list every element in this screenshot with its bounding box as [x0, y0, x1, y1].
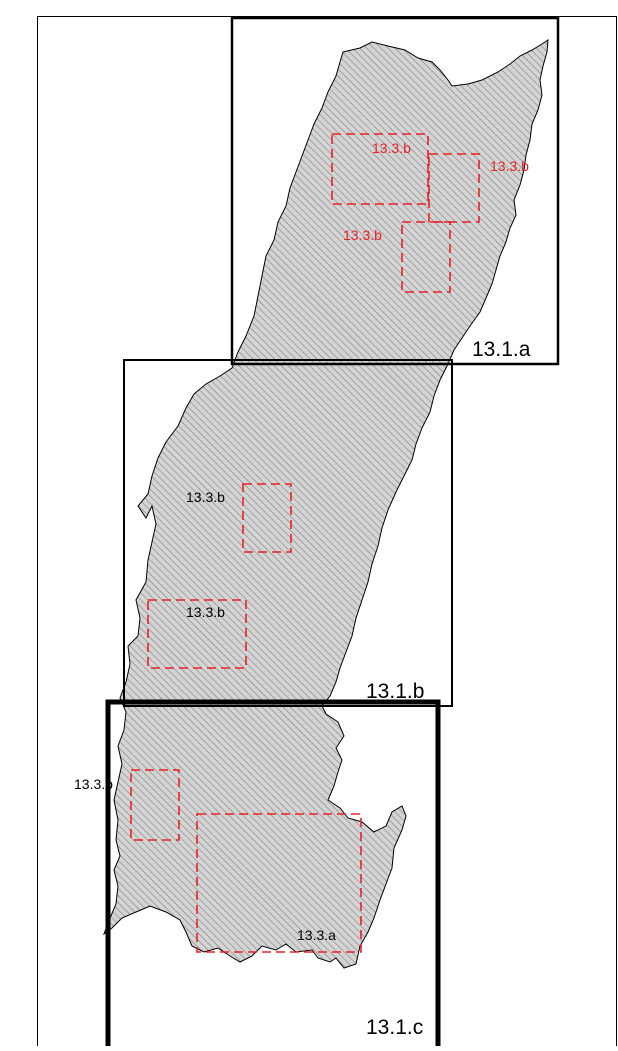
- detail-area-box: [147, 599, 247, 669]
- detail-area-label: 13.3.b: [490, 158, 529, 174]
- detail-area-label: 13.3.b: [186, 604, 225, 620]
- sheet-13-1-c-frame: [105, 699, 441, 1051]
- district-region: [102, 39, 549, 969]
- detail-area-label: 13.3.b: [186, 489, 225, 505]
- sheet-13-1-a-label: 13.1.a: [472, 338, 531, 361]
- detail-areas: 13.3.b 13.3.b 13.3.b 13.3.b 13.3.b 13.3.b 13.3…: [74, 133, 529, 953]
- map-border: [37, 16, 617, 1051]
- detail-area-box: [242, 483, 292, 553]
- detail-area-label: 13.3.b: [372, 140, 411, 156]
- detail-area-box: [331, 133, 429, 205]
- detail-area-box: [196, 813, 362, 953]
- sheet-13-1-b-label: 13.1.b: [366, 680, 424, 703]
- detail-area-box: [428, 153, 480, 223]
- sheet-13-1-a-frame: [230, 16, 560, 366]
- sheet-13-1-c-label: 13.1.c: [366, 1016, 423, 1039]
- map-sheets: 13.1.a 13.1.b 13.1.c: [105, 16, 560, 1051]
- detail-area-label: 13.3.a: [297, 927, 336, 943]
- detail-area-label: 13.3.b: [74, 776, 113, 792]
- detail-area-box: [401, 221, 451, 293]
- sheet-13-1-b-frame: [123, 359, 453, 707]
- detail-area-box: [130, 769, 180, 841]
- detail-area-label: 13.3.b: [343, 227, 382, 243]
